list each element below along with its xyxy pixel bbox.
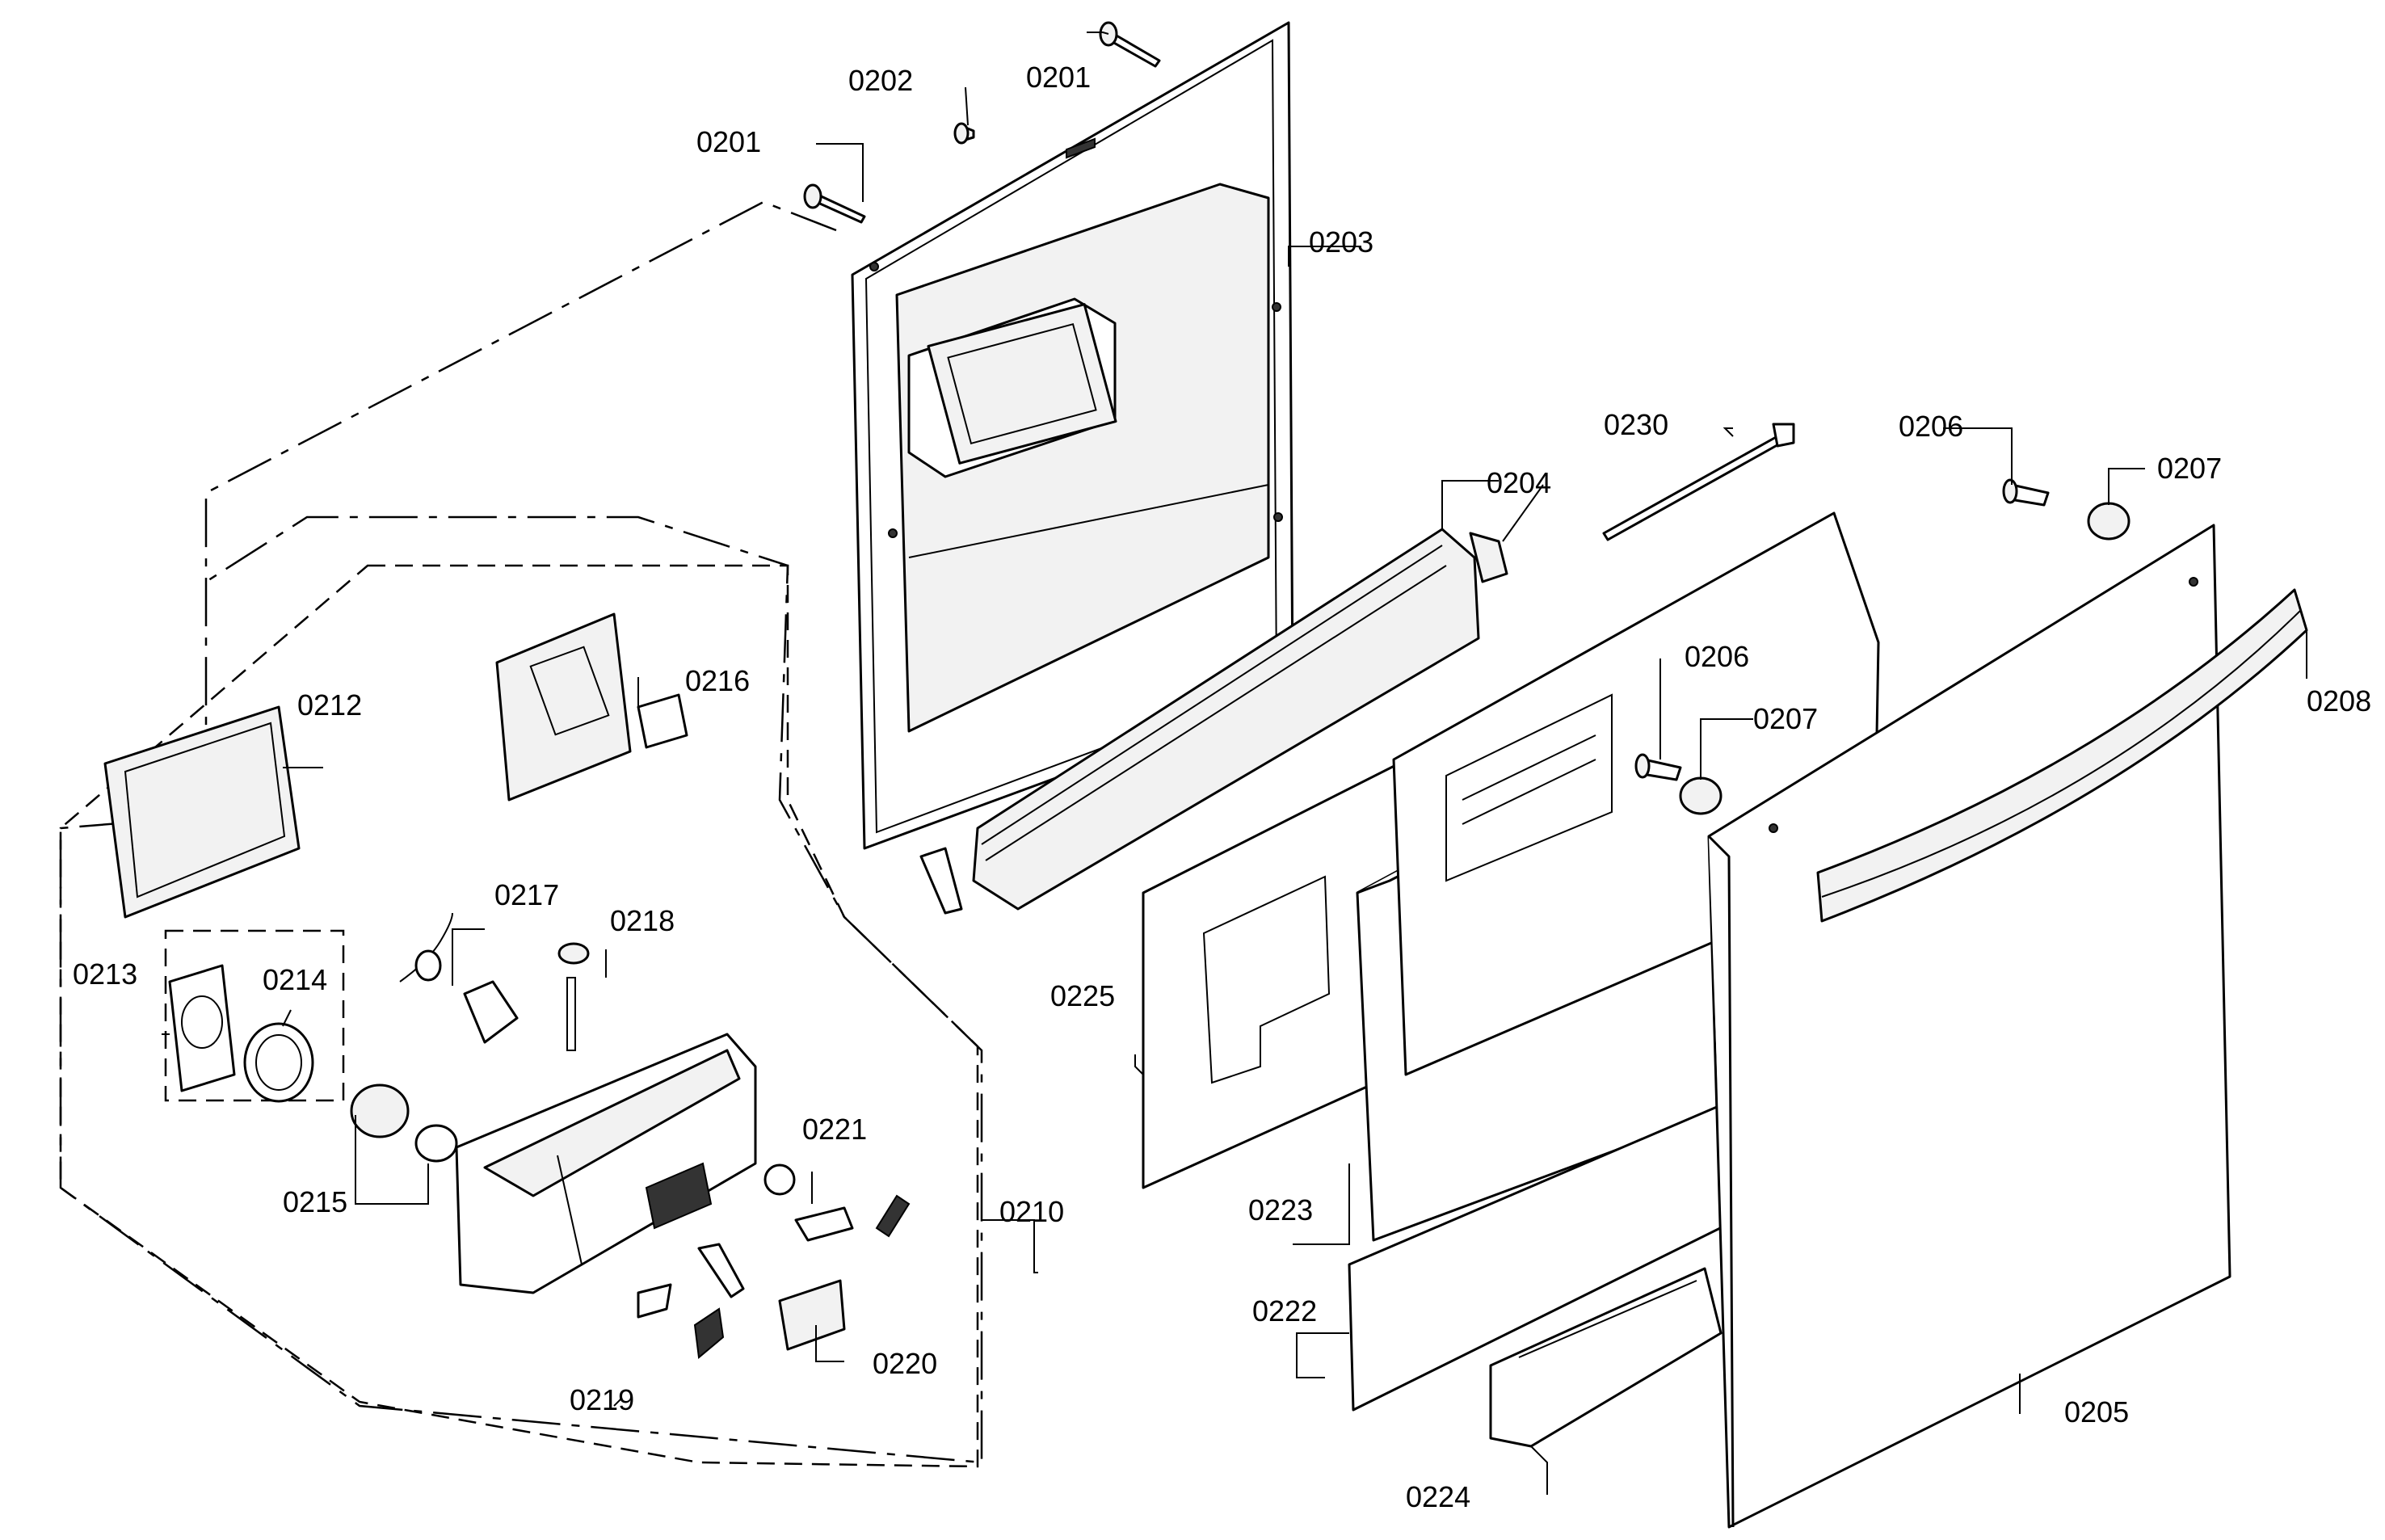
- label-0201-upper: 0201: [1026, 61, 1091, 94]
- label-0223: 0223: [1248, 1193, 1313, 1227]
- bracket-part: [637, 1283, 672, 1319]
- spring-part-lower: [693, 1307, 725, 1359]
- leader-lines: [162, 32, 2307, 1495]
- washer-part-lower: [1679, 776, 1722, 815]
- label-0207-lower: 0207: [1753, 702, 1818, 735]
- lever-part: [463, 980, 519, 1044]
- small-screw-part: [953, 122, 975, 145]
- label-0203: 0203: [1309, 225, 1373, 259]
- label-0230: 0230: [1604, 408, 1668, 441]
- label-0205: 0205: [2064, 1395, 2129, 1428]
- washer-part-upper: [2087, 502, 2131, 541]
- label-0215: 0215: [283, 1185, 347, 1218]
- label-0216: 0216: [685, 664, 750, 697]
- label-0204: 0204: [1487, 466, 1551, 499]
- dispenser-housing-part: [455, 1033, 757, 1294]
- seal-subgroup-outline: [164, 929, 345, 1102]
- inner-door-liner-part: [851, 21, 1294, 850]
- label-0220: 0220: [873, 1347, 937, 1380]
- solenoid-part: [778, 1279, 846, 1351]
- actuator-part: [697, 1243, 745, 1298]
- gasket-frame-part: [103, 705, 301, 919]
- screw-part-left: [803, 183, 866, 224]
- label-0214: 0214: [263, 963, 327, 996]
- latch-part: [794, 1206, 854, 1242]
- label-0212: 0212: [297, 688, 362, 722]
- bolt-part-upper: [2002, 478, 2050, 507]
- label-0225: 0225: [1050, 979, 1115, 1012]
- dispenser-lid-part: [495, 612, 632, 802]
- part-labels: 0201 0202 0201 0203 0204 0230 0206 0207 …: [73, 61, 2371, 1513]
- label-0201-left: 0201: [696, 125, 761, 158]
- bolt-part-lower: [1634, 753, 1682, 781]
- cable-tie-part: [1602, 423, 1795, 541]
- outer-assembly-outline: [59, 200, 983, 1464]
- kick-plate-part: [1489, 1267, 1722, 1448]
- seal-ring-inner: [255, 1034, 302, 1091]
- ball-part: [763, 1163, 796, 1196]
- label-0208: 0208: [2307, 684, 2371, 717]
- label-0219: 0219: [570, 1383, 634, 1416]
- label-0210: 0210: [999, 1195, 1064, 1228]
- label-0202: 0202: [848, 64, 913, 97]
- torsion-spring-part: [399, 912, 453, 982]
- spring-part-right: [875, 1194, 911, 1238]
- label-0217: 0217: [494, 878, 559, 911]
- label-0213: 0213: [73, 957, 137, 991]
- label-0207-upper: 0207: [2157, 452, 2222, 485]
- label-0222: 0222: [1252, 1294, 1317, 1328]
- plunger-part: [557, 942, 590, 1051]
- inner-assembly-outline: [59, 564, 979, 1468]
- cover-frame-part: [168, 964, 236, 1092]
- label-0218: 0218: [610, 904, 675, 937]
- label-0221: 0221: [802, 1113, 867, 1146]
- rinse-aid-cap-part: [350, 1083, 458, 1163]
- label-0206-lower: 0206: [1685, 640, 1749, 673]
- label-0224: 0224: [1406, 1480, 1470, 1513]
- screw-part-upper: [1099, 21, 1161, 68]
- dispenser-gasket-part: [637, 693, 688, 749]
- label-0206-upper: 0206: [1899, 410, 1963, 443]
